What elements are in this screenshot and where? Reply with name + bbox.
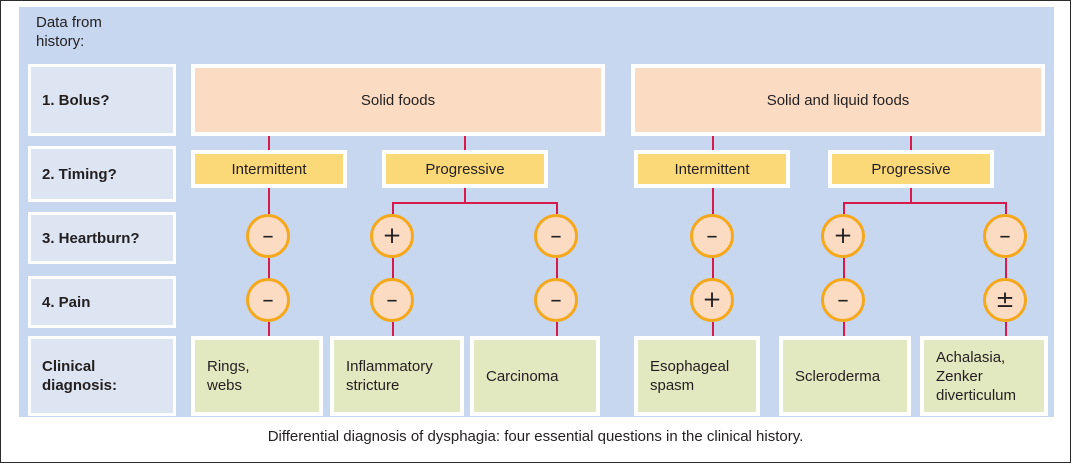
timing-box-intermittent-solid[interactable]: Intermittent xyxy=(191,150,347,188)
connector-bolus1-to-intermittent xyxy=(268,136,270,150)
connector-progressive-solid-left-drop xyxy=(392,202,394,214)
connector-progressive-liquid-left-drop xyxy=(843,202,845,214)
diagnosis-box-carcinoma[interactable]: Carcinoma xyxy=(470,336,600,416)
bolus-box-solid-and-liquid-foods[interactable]: Solid and liquid foods xyxy=(631,64,1045,136)
diagnosis-box-rings-webs[interactable]: Rings,webs xyxy=(191,336,323,416)
connector-heartburn-pain-col6 xyxy=(1005,258,1007,280)
heartburn-sign-col4[interactable]: – xyxy=(690,214,734,258)
figure-caption: Differential diagnosis of dysphagia: fou… xyxy=(267,428,804,445)
pain-sign-col4[interactable]: + xyxy=(690,278,734,322)
heartburn-sign-col2[interactable]: + xyxy=(370,214,414,258)
connector-bolus2-to-intermittent xyxy=(712,136,714,150)
connector-progressive-solid-stub xyxy=(464,188,466,202)
connector-progressive-liquid-stub xyxy=(910,188,912,202)
connector-pain-diagnosis-col1 xyxy=(268,322,270,340)
connector-heartburn-pain-col1 xyxy=(268,258,270,280)
connector-progressive-liquid-right-drop xyxy=(1005,202,1007,214)
pain-sign-col1[interactable]: – xyxy=(246,278,290,322)
connector-intermittent-solid-down xyxy=(268,188,270,214)
diagnosis-box-scleroderma[interactable]: Scleroderma xyxy=(779,336,911,416)
connector-progressive-solid-right-drop xyxy=(556,202,558,214)
pain-sign-col5[interactable]: – xyxy=(821,278,865,322)
row-label-pain: 4. Pain xyxy=(28,276,176,328)
bolus-box-solid-foods[interactable]: Solid foods xyxy=(191,64,605,136)
connector-pain-diagnosis-col5 xyxy=(843,322,845,340)
connector-heartburn-pain-col2 xyxy=(392,258,394,280)
heartburn-sign-col1[interactable]: – xyxy=(246,214,290,258)
connector-pain-diagnosis-col4 xyxy=(712,322,714,340)
row-label-bolus: 1. Bolus? xyxy=(28,64,176,136)
connector-pain-diagnosis-col2 xyxy=(392,322,394,340)
timing-box-progressive-solid[interactable]: Progressive xyxy=(382,150,548,188)
connector-progressive-liquid-bar xyxy=(843,202,1007,204)
pain-sign-col2[interactable]: – xyxy=(370,278,414,322)
connector-bolus1-to-progressive xyxy=(464,136,466,150)
heartburn-sign-col3[interactable]: – xyxy=(534,214,578,258)
connector-intermittent-liquid-down xyxy=(712,188,714,214)
timing-box-intermittent-liquid[interactable]: Intermittent xyxy=(634,150,790,188)
connector-pain-diagnosis-col3 xyxy=(556,322,558,340)
heartburn-sign-col5[interactable]: + xyxy=(821,214,865,258)
connector-bolus2-to-progressive xyxy=(910,136,912,150)
connector-progressive-solid-bar xyxy=(392,202,558,204)
connector-heartburn-pain-col5 xyxy=(843,258,845,280)
row-label-timing: 2. Timing? xyxy=(28,146,176,202)
connector-heartburn-pain-col4 xyxy=(712,258,714,280)
pain-sign-col3[interactable]: – xyxy=(534,278,578,322)
heartburn-sign-col6[interactable]: – xyxy=(983,214,1027,258)
connector-pain-diagnosis-col6 xyxy=(1005,322,1007,340)
timing-box-progressive-liquid[interactable]: Progressive xyxy=(828,150,994,188)
connector-heartburn-pain-col3 xyxy=(556,258,558,280)
pain-sign-col6[interactable]: ± xyxy=(983,278,1027,322)
row-label-heartburn: 3. Heartburn? xyxy=(28,212,176,264)
